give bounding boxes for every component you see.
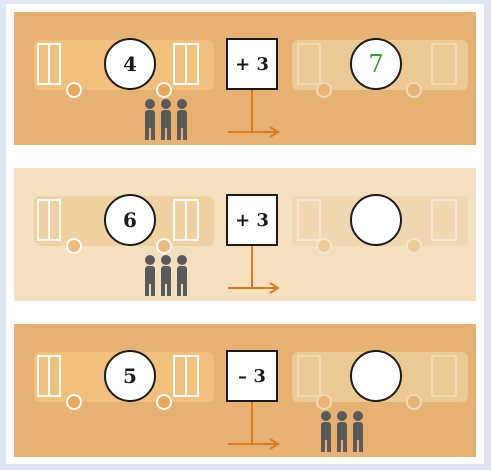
start-count-circle: 5 <box>104 350 156 402</box>
start-count-circle: 4 <box>104 38 156 90</box>
result-answer-circle[interactable] <box>350 194 402 246</box>
people-icon <box>321 411 363 452</box>
bus-problem-2: 6 + 3 <box>14 168 476 301</box>
operation-box: + 3 <box>226 38 278 90</box>
bus-problem-1: 4 + 3 7 <box>14 12 476 145</box>
people-icon <box>145 99 187 140</box>
arrow-icon <box>228 90 280 138</box>
bus-problem-3: 5 – 3 <box>14 324 476 457</box>
operation-box: – 3 <box>226 350 278 402</box>
start-count-circle: 6 <box>104 194 156 246</box>
arrow-icon <box>228 246 280 294</box>
operation-box: + 3 <box>226 194 278 246</box>
result-answer-circle[interactable]: 7 <box>350 38 402 90</box>
people-icon <box>145 255 187 296</box>
result-answer-circle[interactable] <box>350 350 402 402</box>
arrow-icon <box>228 402 280 450</box>
worksheet: 4 + 3 7 <box>6 4 484 464</box>
